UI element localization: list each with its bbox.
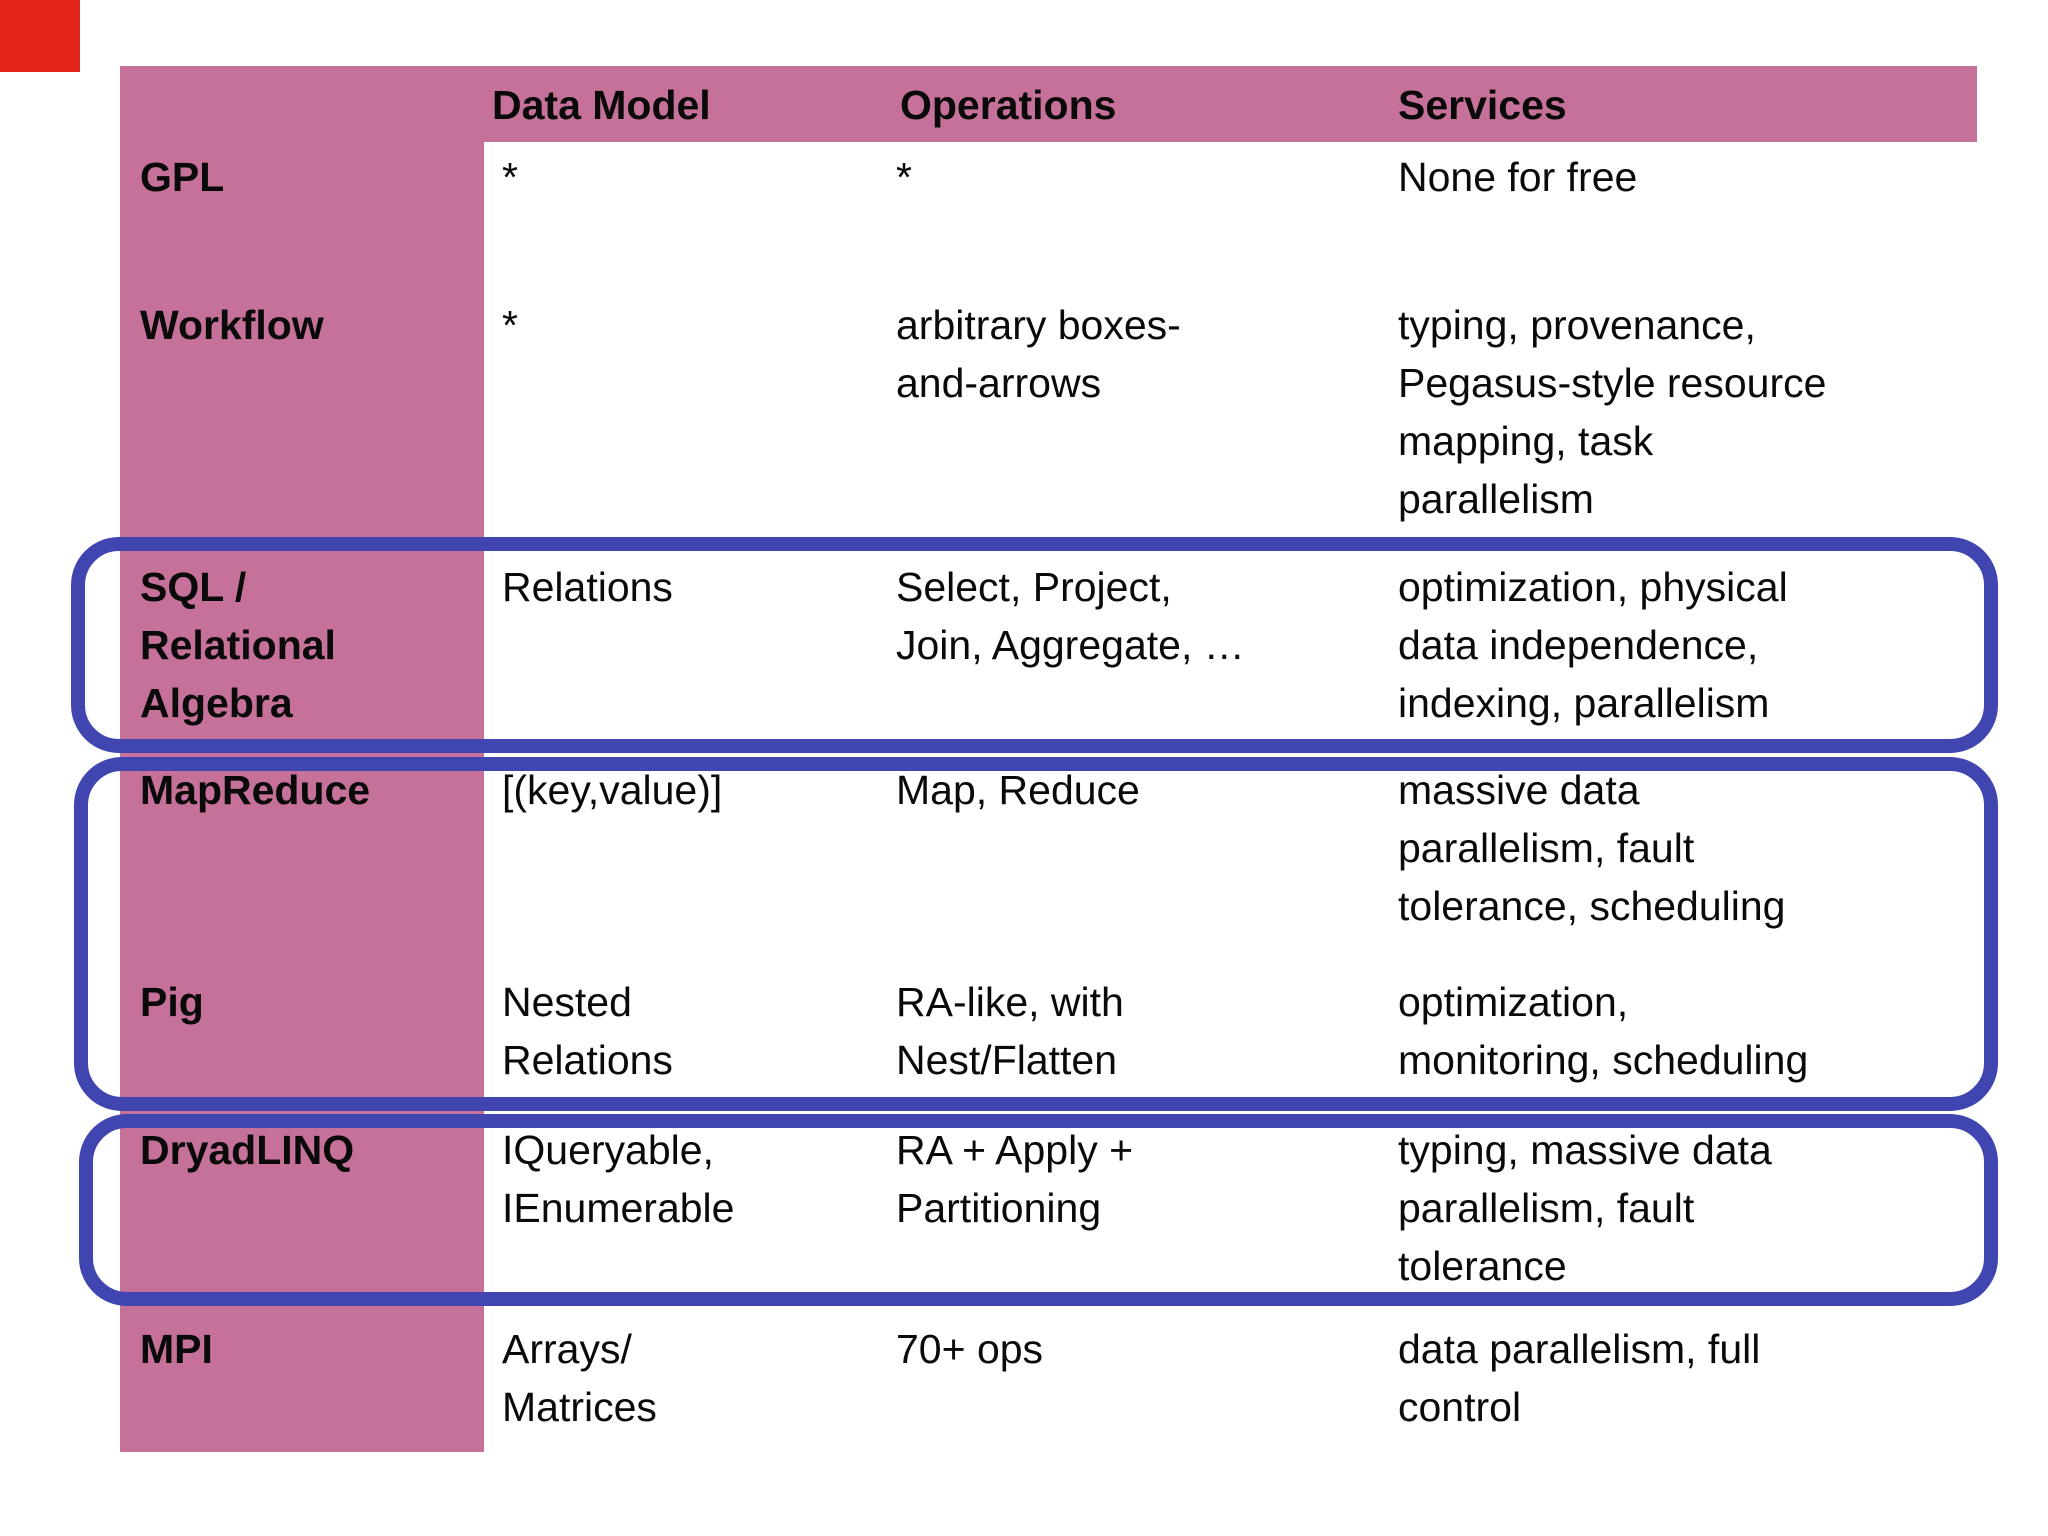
cell-services: massive data parallelism, fault toleranc…	[1398, 767, 1786, 929]
cell-operations: 70+ ops	[896, 1326, 1044, 1372]
cell-data-model: *	[502, 154, 518, 200]
cell-services: None for free	[1398, 154, 1638, 200]
row-label: MPI	[140, 1326, 213, 1372]
highlight-box-sql	[71, 537, 1998, 753]
cell-data-model: Arrays/ Matrices	[502, 1326, 657, 1430]
row-label: SQL / Relational Algebra	[140, 564, 336, 726]
column-header-services: Services	[1398, 82, 1567, 128]
cell-operations: RA-like, with Nest/Flatten	[896, 979, 1124, 1083]
cell-services: optimization, monitoring, scheduling	[1398, 979, 1809, 1083]
cell-operations: RA + Apply + Partitioning	[896, 1127, 1134, 1231]
row-label: Pig	[140, 979, 204, 1025]
row-label: Workflow	[140, 302, 324, 348]
cell-data-model: Relations	[502, 564, 673, 610]
cell-operations: *	[896, 154, 912, 200]
cell-data-model: *	[502, 302, 518, 348]
row-label: DryadLINQ	[140, 1127, 355, 1173]
cell-services: optimization, physical data independence…	[1398, 564, 1788, 726]
cell-operations: arbitrary boxes- and-arrows	[896, 302, 1181, 406]
cell-operations: Select, Project, Join, Aggregate, …	[896, 564, 1245, 668]
cell-services: typing, provenance, Pegasus-style resour…	[1398, 302, 1827, 522]
red-square-decoration	[0, 0, 80, 72]
cell-services: data parallelism, full control	[1398, 1326, 1761, 1430]
cell-operations: Map, Reduce	[896, 767, 1140, 813]
column-header-operations: Operations	[900, 82, 1117, 128]
highlight-box-dryadlinq	[79, 1114, 1998, 1306]
highlight-box-mapreduce-pig	[74, 757, 1998, 1111]
column-header-data-model: Data Model	[492, 82, 711, 128]
row-label: MapReduce	[140, 767, 371, 813]
cell-services: typing, massive data parallelism, fault …	[1398, 1127, 1772, 1289]
row-label: GPL	[140, 154, 225, 200]
cell-data-model: IQueryable, IEnumerable	[502, 1127, 735, 1231]
cell-data-model: Nested Relations	[502, 979, 673, 1083]
cell-data-model: [(key,value)]	[502, 767, 723, 813]
